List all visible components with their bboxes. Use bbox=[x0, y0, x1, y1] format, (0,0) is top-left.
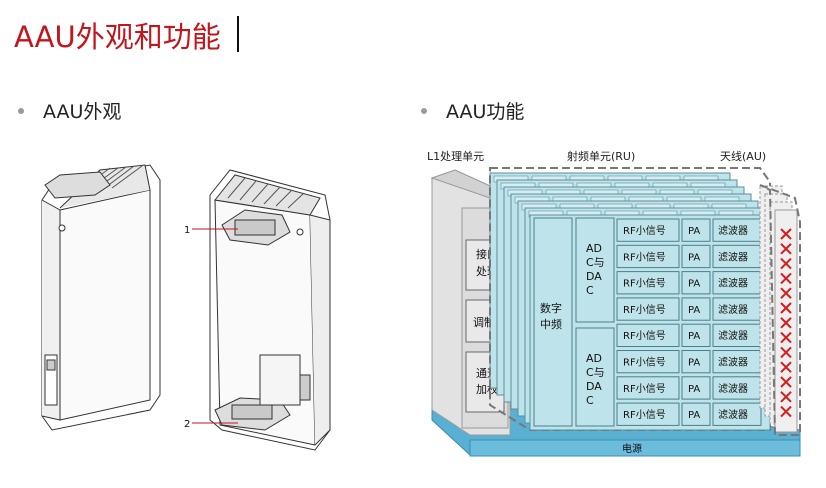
rf-label: RF小信号 bbox=[623, 225, 666, 237]
adc-dac-block-1 bbox=[575, 217, 615, 323]
bullet-appearance: AAU外观 bbox=[18, 97, 121, 124]
rf-cell bbox=[616, 218, 680, 242]
page-title: AAU外观和功能 bbox=[14, 20, 221, 54]
rf-label: RF小信号 bbox=[623, 251, 666, 263]
antenna-x-icon bbox=[780, 228, 792, 240]
antenna-x-icon bbox=[780, 346, 792, 359]
pa-label: PA bbox=[688, 331, 700, 342]
filter-label: 滤波器 bbox=[718, 250, 748, 263]
antenna-x-icon bbox=[780, 331, 792, 344]
filter-label: 滤波器 bbox=[718, 329, 748, 342]
aau-front-view bbox=[41, 164, 161, 431]
rf-label: RF小信号 bbox=[623, 383, 666, 395]
adc-dac-label: AD bbox=[586, 242, 602, 255]
header-l1: L1处理单元 bbox=[427, 150, 484, 163]
filter-label: 滤波器 bbox=[718, 224, 748, 237]
bullet-appearance-label: AAU外观 bbox=[43, 101, 122, 123]
antenna-x-icon bbox=[780, 243, 792, 255]
power-label: 电源 bbox=[622, 442, 642, 455]
filter-label: 滤波器 bbox=[718, 303, 748, 316]
rf-cell bbox=[616, 244, 680, 269]
filter-label: 滤波器 bbox=[718, 356, 748, 369]
svg-text:数字: 数字 bbox=[540, 301, 562, 315]
rf-cell bbox=[616, 376, 680, 400]
aau-back-view bbox=[209, 169, 331, 451]
antenna-x-icon bbox=[780, 317, 792, 329]
adc-dac-label: C bbox=[586, 394, 594, 407]
bullet-function-label: AAU功能 bbox=[446, 101, 525, 123]
antenna-layer bbox=[774, 209, 798, 433]
pa-label: PA bbox=[688, 279, 700, 290]
adc-dac-label: C bbox=[586, 284, 594, 297]
antenna-x-icon bbox=[780, 361, 792, 373]
adc-dac-label: C与 bbox=[586, 366, 605, 379]
rf-label: RF小信号 bbox=[623, 409, 666, 421]
bullet-dot-icon bbox=[18, 107, 24, 114]
antenna-x-icon bbox=[780, 257, 792, 270]
filter-cell bbox=[712, 402, 762, 426]
digital-if-block bbox=[533, 217, 573, 427]
pa-cell bbox=[681, 218, 711, 242]
rf-label: RF小信号 bbox=[623, 304, 666, 316]
pa-cell bbox=[681, 297, 711, 321]
pa-label: PA bbox=[688, 252, 700, 263]
rf-cell bbox=[616, 297, 680, 321]
adc-dac-label: DA bbox=[586, 380, 602, 393]
pa-label: PA bbox=[688, 305, 700, 316]
callout-1: 1 bbox=[184, 225, 190, 236]
pa-cell bbox=[681, 323, 711, 348]
filter-label: 滤波器 bbox=[718, 382, 748, 395]
adc-dac-label: DA bbox=[586, 270, 602, 283]
pa-cell bbox=[681, 402, 711, 426]
svg-text:中频: 中频 bbox=[540, 317, 562, 331]
rf-label: RF小信号 bbox=[623, 357, 666, 369]
rf-label: RF小信号 bbox=[623, 330, 666, 342]
pa-cell bbox=[681, 271, 711, 295]
antenna-x-icon bbox=[780, 376, 792, 388]
pa-cell bbox=[681, 350, 711, 374]
text-cursor bbox=[237, 16, 239, 52]
antenna-x-icon bbox=[780, 272, 792, 285]
adc-dac-label: C与 bbox=[586, 256, 605, 269]
rf-cell bbox=[616, 402, 680, 426]
antenna-x-icon bbox=[780, 287, 792, 299]
header-au: 天线(AU) bbox=[720, 149, 766, 163]
bullet-dot-icon bbox=[421, 107, 427, 114]
pa-cell bbox=[681, 244, 711, 269]
rf-cell bbox=[616, 271, 680, 295]
bullet-function: AAU功能 bbox=[421, 97, 524, 124]
pa-label: PA bbox=[688, 358, 700, 369]
pa-label: PA bbox=[688, 410, 700, 421]
filter-label: 滤波器 bbox=[718, 277, 748, 290]
filter-label: 滤波器 bbox=[718, 408, 748, 421]
header-ru: 射频单元(RU) bbox=[567, 149, 635, 163]
au-outline bbox=[759, 184, 801, 436]
pa-label: PA bbox=[688, 384, 700, 395]
rf-cell bbox=[616, 323, 680, 348]
pa-cell bbox=[681, 376, 711, 400]
rf-cell bbox=[616, 350, 680, 374]
antenna-x-icon bbox=[780, 405, 792, 418]
adc-dac-block-2 bbox=[575, 327, 615, 427]
antenna-x-icon bbox=[780, 302, 792, 314]
callout-2: 2 bbox=[184, 419, 190, 430]
antenna-x-icon bbox=[780, 391, 792, 403]
rf-label: RF小信号 bbox=[623, 278, 666, 290]
pa-label: PA bbox=[688, 226, 700, 237]
adc-dac-label: AD bbox=[586, 352, 602, 365]
